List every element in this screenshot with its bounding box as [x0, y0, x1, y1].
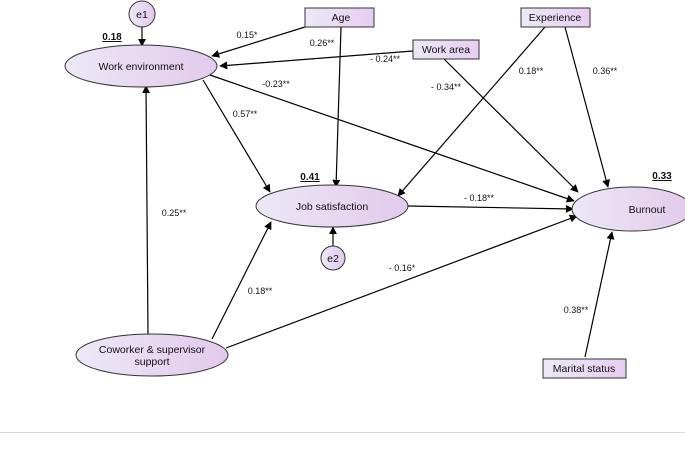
job-satisfaction-node — [255, 184, 409, 228]
job-satisfaction-label: Job satisfaction — [296, 201, 369, 213]
edge-experience-job-satisfaction — [397, 26, 546, 197]
e1-label: e1 — [136, 9, 148, 21]
edge-age-work-environment — [211, 26, 306, 58]
coef-marital-status-burnout: 0.38** — [564, 305, 589, 315]
edge-work-environment-job-satisfaction — [202, 79, 271, 193]
coef-work-environment-job-satisfaction: 0.57** — [233, 109, 258, 119]
coef-job-satisfaction-burnout: - 0.18** — [464, 193, 495, 203]
support-label-line2: support — [134, 356, 169, 368]
e2-node — [320, 245, 346, 271]
work-area-label: Work area — [422, 44, 470, 56]
experience-label: Experience — [529, 12, 582, 24]
burnout-label: Burnout — [629, 204, 666, 216]
coef-work-environment-burnout: -0.23** — [262, 79, 290, 89]
coef-work-area-work-environment: - 0.24** — [370, 54, 401, 64]
edge-age-job-satisfaction — [332, 26, 342, 188]
edge-work-area-burnout — [442, 57, 579, 193]
bottom-divider — [0, 432, 685, 433]
experience-node — [520, 7, 591, 28]
age-node — [304, 7, 375, 28]
r2-job-satisfaction: 0.41 — [300, 172, 320, 183]
coef-age-job-satisfaction: 0.26** — [310, 38, 335, 48]
edge-work-environment-burnout — [209, 74, 575, 203]
age-label: Age — [332, 12, 351, 24]
edge-support-job-satisfaction — [211, 221, 272, 340]
edges — [138, 26, 615, 358]
e2-label: e2 — [327, 253, 339, 265]
work-environment-node — [64, 44, 218, 88]
work-environment-label: Work environment — [98, 61, 183, 73]
edge-work-area-work-environment — [219, 50, 414, 70]
coef-experience-burnout: 0.36** — [593, 66, 618, 76]
marital-status-node — [542, 358, 627, 379]
coef-work-area-burnout: - 0.34** — [431, 82, 462, 92]
coef-support-job-satisfaction: 0.18** — [248, 286, 273, 296]
e1-node — [128, 0, 156, 28]
edge-marital-status-burnout — [584, 231, 615, 358]
edge-support-burnout — [225, 214, 578, 349]
marital-status-label: Marital status — [553, 363, 615, 375]
coef-experience-job-satisfaction: 0.18** — [519, 66, 544, 76]
coef-age-work-environment: 0.15* — [236, 30, 258, 40]
edge-support-work-environment — [142, 85, 151, 336]
coef-support-burnout: - 0.16* — [389, 263, 416, 273]
support-label-line1: Coworker & supervisor — [99, 344, 206, 356]
r2-burnout: 0.33 — [652, 171, 672, 182]
edge-job-satisfaction-burnout — [407, 204, 574, 213]
r2-work-environment: 0.18 — [102, 32, 122, 43]
burnout-node — [571, 186, 685, 232]
edge-experience-burnout — [564, 26, 610, 188]
coef-support-work-environment: 0.25** — [162, 208, 187, 218]
coefficient-labels: 0.15* 0.26** - 0.24** - 0.34** -0.23** 0… — [162, 30, 618, 315]
support-node — [75, 333, 229, 377]
work-area-node — [412, 39, 480, 60]
